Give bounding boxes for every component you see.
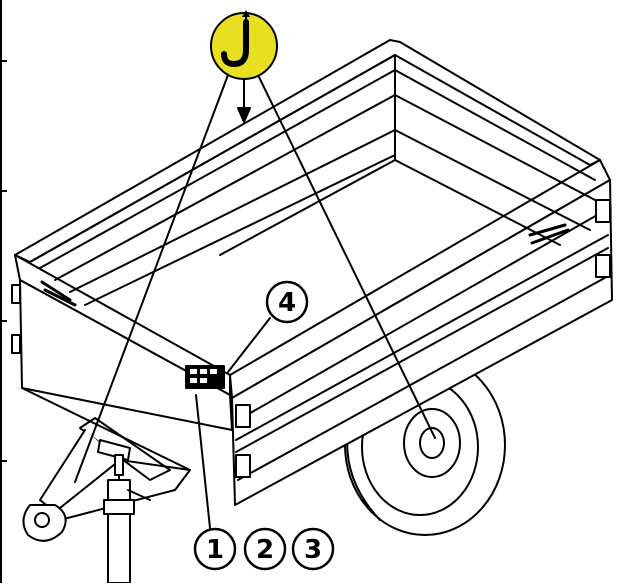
callout-label: 4 — [278, 288, 296, 318]
jack-stand — [103, 454, 151, 584]
border-tick — [0, 320, 7, 322]
callout-label: 3 — [304, 535, 322, 565]
brand-logo — [528, 223, 570, 245]
box-front-panel — [14, 254, 233, 471]
callout-label: 2 — [256, 535, 274, 565]
border-tick — [0, 60, 7, 62]
lift-leader-lines — [74, 74, 436, 483]
border-tick — [0, 460, 7, 462]
page-border — [0, 0, 2, 583]
callout-4: 4 — [265, 280, 309, 324]
drawbar — [22, 417, 191, 542]
callout-1: 1 — [193, 527, 237, 571]
box-top-rails — [14, 39, 601, 306]
border-tick — [0, 190, 7, 192]
decal-block — [185, 365, 225, 389]
brand-logo — [40, 280, 77, 307]
callout-2: 2 — [243, 527, 287, 571]
box-side-panel — [229, 159, 613, 506]
callout-1-leader — [195, 394, 211, 529]
callout-3: 3 — [291, 527, 335, 571]
lift-hook-icon — [210, 10, 278, 80]
callout-4-leader — [227, 317, 271, 373]
side-latches — [11, 199, 611, 478]
callout-label: 1 — [206, 535, 224, 565]
